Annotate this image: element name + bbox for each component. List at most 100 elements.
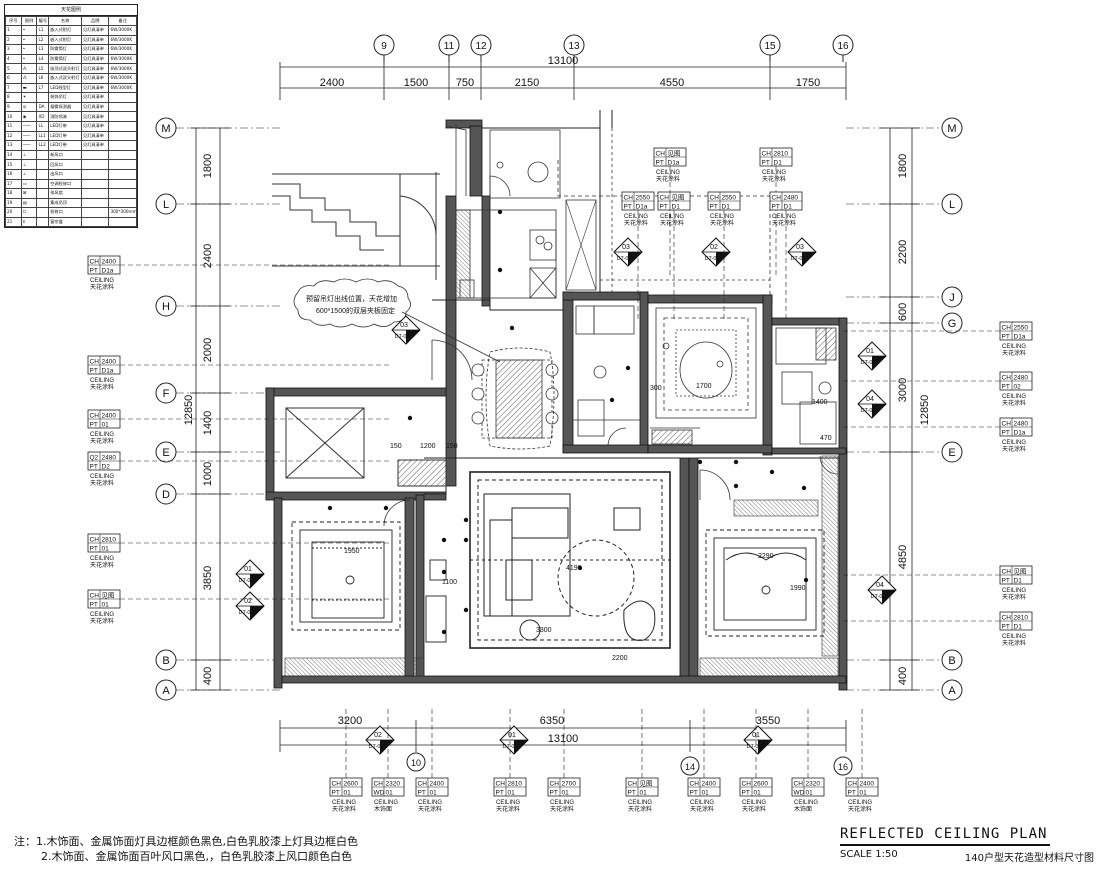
dim-left-seg: 1000 xyxy=(202,462,214,486)
tag-caption-cn: 天花涂料 xyxy=(656,175,680,183)
tag-caption: CEILING xyxy=(332,800,356,806)
tag-ch-value: 2810 xyxy=(1014,615,1029,622)
light-fixtures xyxy=(327,209,809,635)
grid-bubble-right: L xyxy=(949,199,955,211)
interior-dim: 3300 xyxy=(536,627,552,634)
tag-ch-value: 2550 xyxy=(636,195,651,202)
dim-right-seg: 600 xyxy=(897,303,909,321)
section-number: 03 xyxy=(400,322,408,329)
tag-caption-cn: 天花涂料 xyxy=(762,175,786,183)
tag-pt-value: D1 xyxy=(672,204,681,211)
interior-dim: 150 xyxy=(390,443,402,450)
annotation-line: 600*1500的双层夹板固定 xyxy=(316,306,395,315)
tag-pt-value: D1 xyxy=(1014,578,1023,585)
tag-pt: PT xyxy=(90,546,98,553)
dim-top-seg: 750 xyxy=(456,77,474,89)
tag-ch-value: 见图 xyxy=(672,194,685,202)
tag-ch-value: 见图 xyxy=(640,780,653,788)
note-text: 2.木饰面、金属饰面百叶风口黑色,，白色乳胶漆上风口颜色白色 xyxy=(41,850,352,863)
section-ref: DT-01 xyxy=(871,594,886,600)
tag-pt-value: 02 xyxy=(1014,384,1022,391)
legend-cell-name: 窗帘盒 xyxy=(48,216,82,228)
tag-pt-value: 01 xyxy=(344,790,352,797)
note-text: 1.木饰面、金属饰面灯具边框颜色黑色,白色乳胶漆上灯具边框白色 xyxy=(36,835,358,848)
tag-ch-value: 2700 xyxy=(562,781,577,788)
tag-ch: CH xyxy=(660,195,670,202)
tag-ch-value: 见图 xyxy=(1014,568,1027,576)
curtain-box-right xyxy=(733,499,819,517)
section-number: 02 xyxy=(374,732,382,739)
legend-cell-sym: ℇ xyxy=(20,216,38,228)
left-bedroom-ceiling xyxy=(291,521,447,643)
tag-pt-value: 01 xyxy=(430,790,438,797)
top-dimension-chain xyxy=(279,62,847,100)
general-notes: 注：1.木饰面、金属饰面灯具边框颜色黑色,白色乳胶漆上灯具边框白色 2.木饰面、… xyxy=(14,834,358,864)
dim-right-seg: 2200 xyxy=(897,240,909,264)
tag-caption: CEILING xyxy=(660,214,684,220)
tag-pt: PT xyxy=(496,790,504,797)
staircase xyxy=(272,172,440,280)
tag-pt-value: D2 xyxy=(102,464,111,471)
tag-caption: CEILING xyxy=(1002,440,1026,446)
tag-caption: CEILING xyxy=(1002,588,1026,594)
tag-ch-value: 2810 xyxy=(508,781,523,788)
interior-dimensions: 1200 150 150 1950 1100 4190 3300 2200 22… xyxy=(344,383,832,662)
legend-header-row: 序号 图例 编号 名称 品牌 备注 xyxy=(5,16,137,26)
tag-caption: CEILING xyxy=(418,800,442,806)
tag-pt: PT xyxy=(742,790,750,797)
tag-caption: CEILING xyxy=(772,214,796,220)
tag-pt-value: D1 xyxy=(784,204,793,211)
tag-ch: CH xyxy=(762,151,772,158)
tag-ch-value: 2480 xyxy=(784,195,799,202)
grid-bubble-top: 13 xyxy=(568,41,580,52)
tag-caption: CEILING xyxy=(550,800,574,806)
tag-caption-cn: 天花涂料 xyxy=(848,805,872,813)
dim-left-seg: 2400 xyxy=(202,244,214,268)
tag-ch-value: 2320 xyxy=(386,781,401,788)
tag-caption-cn: 天花涂料 xyxy=(624,219,648,227)
tag-ch-value: 2810 xyxy=(774,151,789,158)
section-number: 04 xyxy=(866,396,874,403)
interior-dim: 4190 xyxy=(566,565,582,572)
tag-pt: PT xyxy=(1002,334,1010,341)
section-markers: 03DT-0802DT-0903DT-0903DT-0901DT-0904DT-… xyxy=(235,237,897,755)
window-sill-mid xyxy=(413,657,425,677)
section-number: 03 xyxy=(796,244,804,251)
interior-dim: 1990 xyxy=(790,585,806,592)
dim-right-seg: 4850 xyxy=(897,545,909,569)
legend-cell-note xyxy=(108,216,137,228)
door-swings xyxy=(383,339,839,527)
kitchen xyxy=(455,129,561,299)
tag-caption-cn: 天花涂料 xyxy=(742,805,766,813)
tag-ch: CH xyxy=(90,593,100,600)
bathroom-2-ceiling xyxy=(650,307,757,445)
tag-caption-cn: 天花涂料 xyxy=(628,805,652,813)
tag-pt: WD xyxy=(794,790,805,797)
tag-caption-cn: 天花涂料 xyxy=(1002,349,1026,357)
tag-ch: CH xyxy=(550,781,560,788)
tag-pt-value: D1 xyxy=(1014,624,1023,631)
section-ref: DT-09 xyxy=(791,256,806,262)
tag-pt-value: 01 xyxy=(102,422,110,429)
tag-pt-value: 01 xyxy=(806,790,814,797)
tag-ch: CH xyxy=(624,195,634,202)
grid-bubble-left: E xyxy=(162,447,169,459)
tag-ch-value: 2550 xyxy=(1014,325,1029,332)
tag-pt: PT xyxy=(90,602,98,609)
section-ref: DT-03 xyxy=(369,744,384,750)
tag-pt-value: 01 xyxy=(562,790,570,797)
tag-pt: PT xyxy=(772,204,780,211)
grid-bubble-top: 11 xyxy=(444,41,455,52)
